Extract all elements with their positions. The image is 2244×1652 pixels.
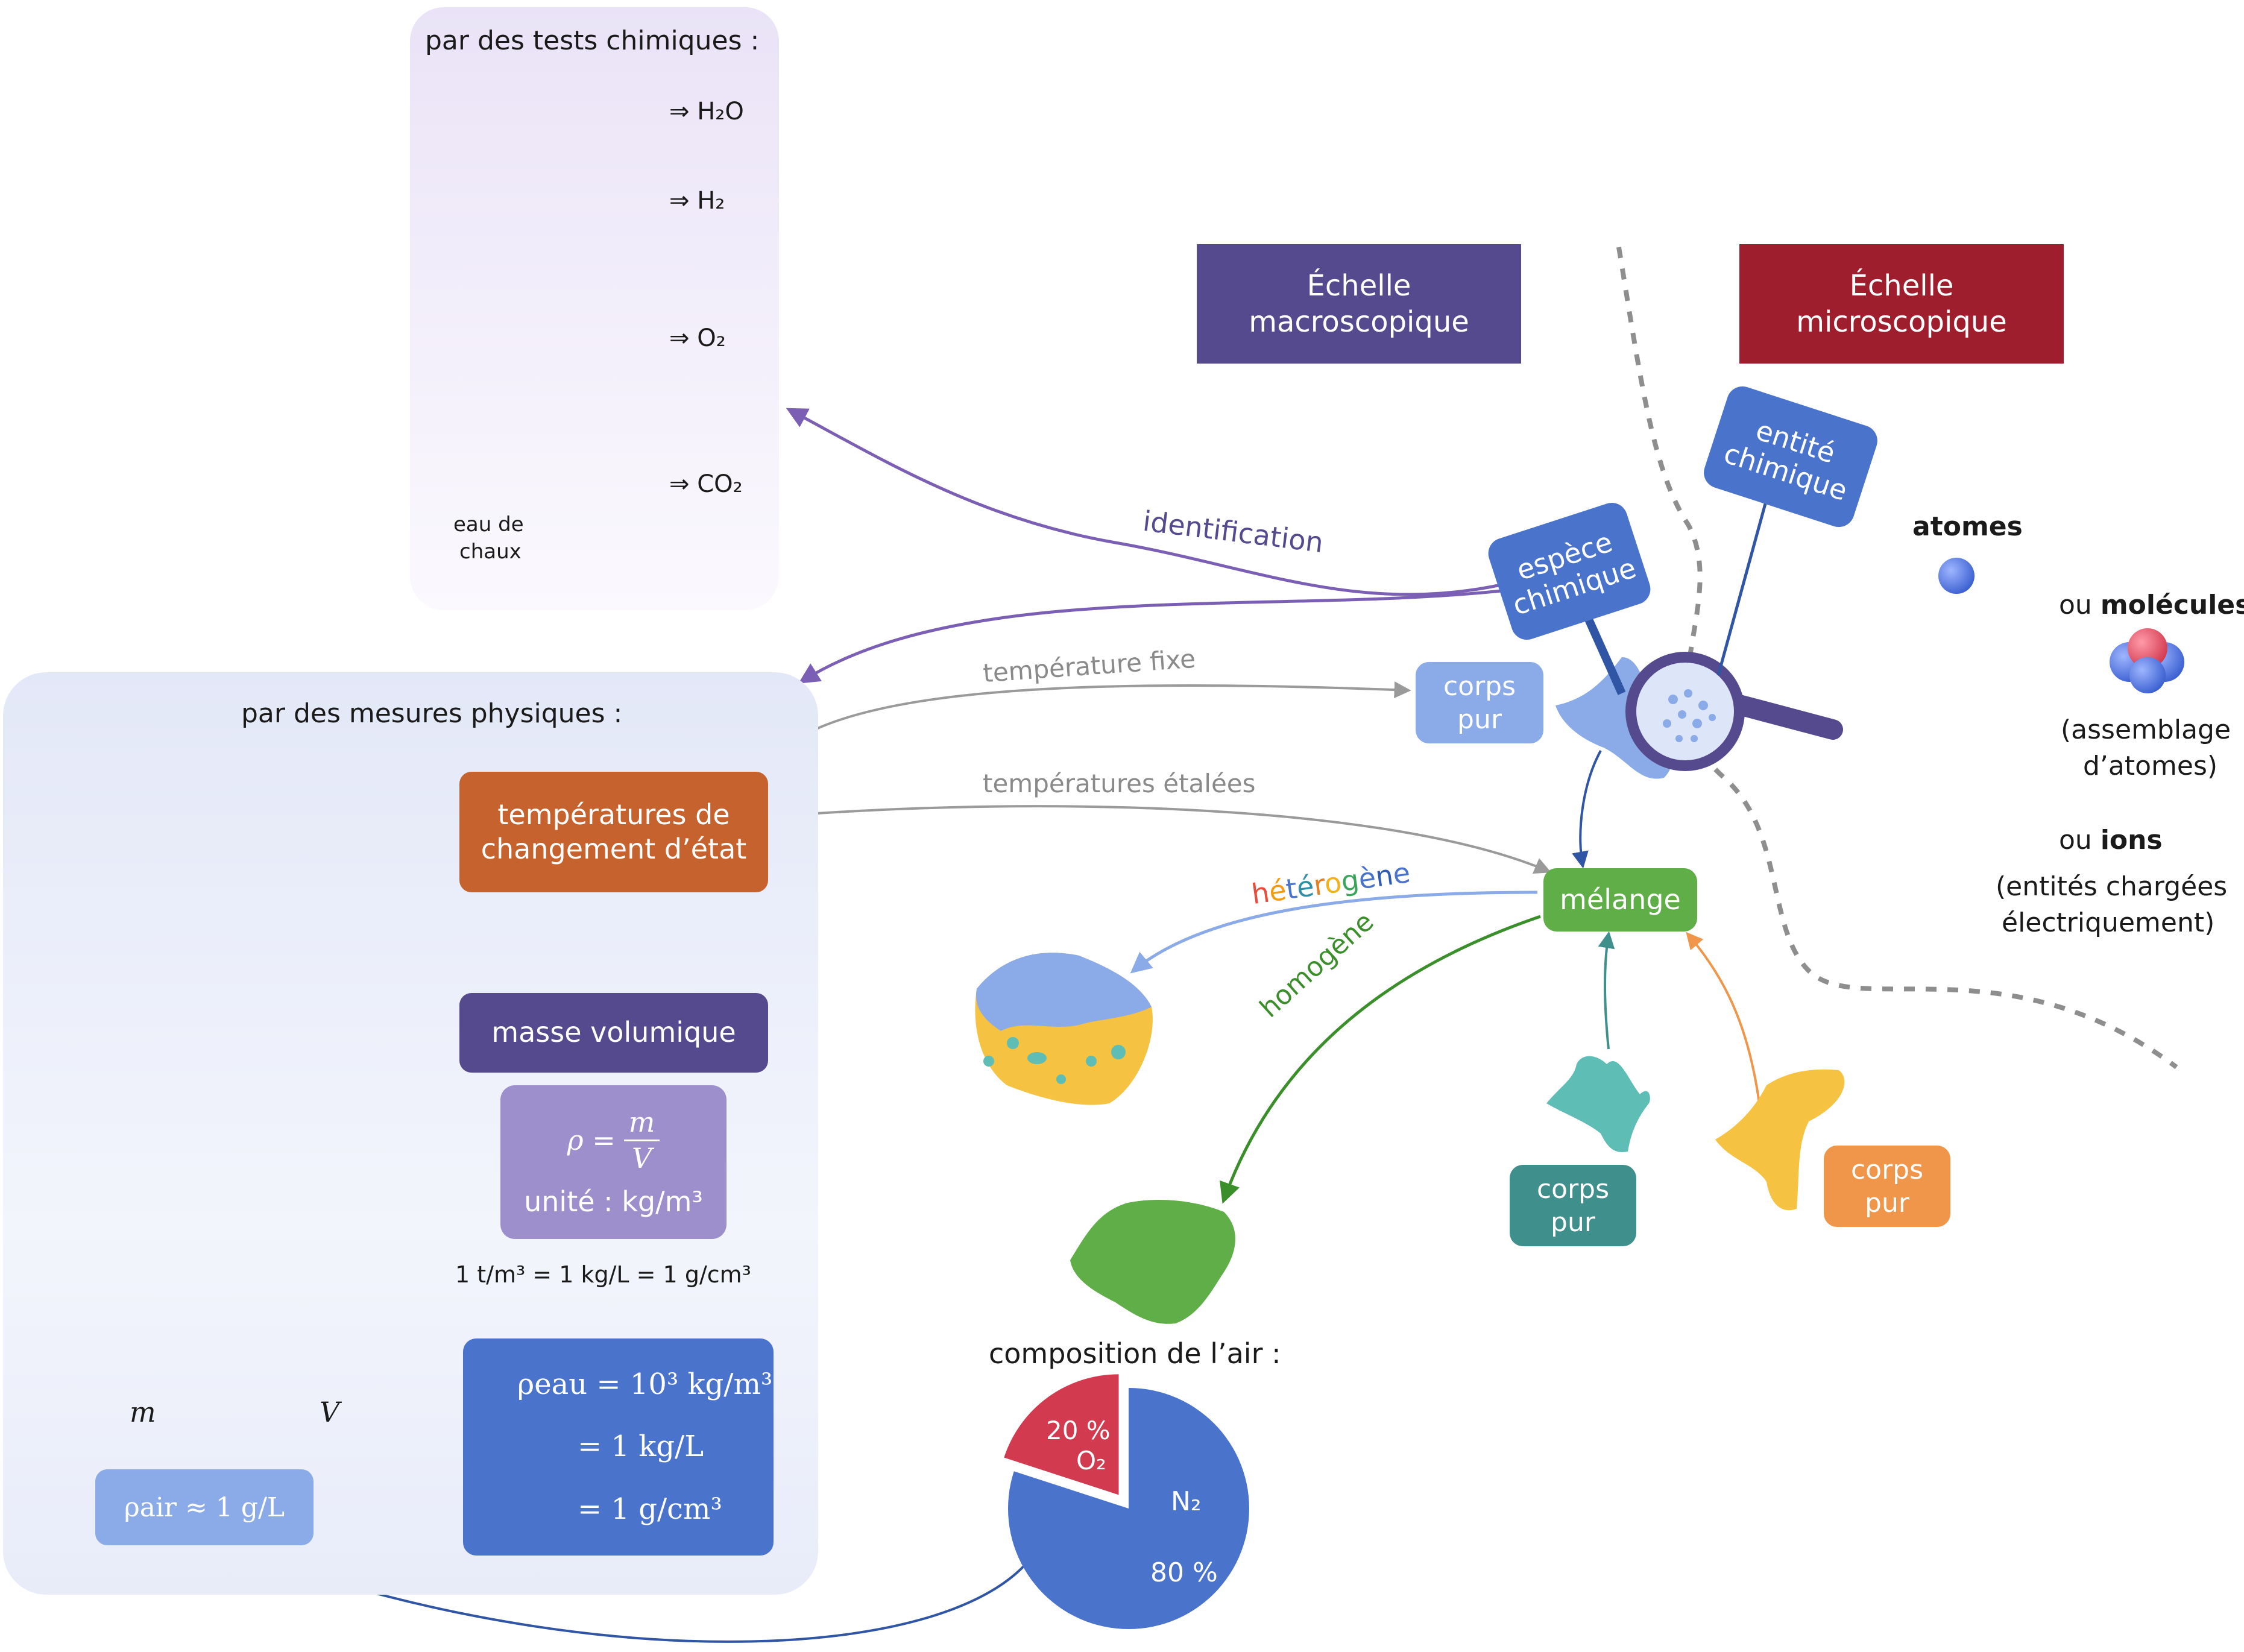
formula-box: ρ = m V unité : kg/m³ [500,1085,726,1239]
magnifier-icon [1625,652,1843,771]
molecules-label: molécules [2100,590,2244,620]
assemblage-line2: d’atomes) [2083,751,2218,781]
macro-scale-label: Échelle macroscopique [1197,244,1521,364]
result-h2: ⇒ H₂ [669,187,725,215]
corps-pur-orange-line1: corps [1850,1154,1924,1185]
heterogene-mixture-blob [975,953,1153,1105]
masse-volumique-label: masse volumique [491,1016,736,1049]
corps-pur-top-node[interactable]: corps pur [1416,662,1543,743]
corps-pur-teal-line2: pur [1551,1206,1595,1238]
charged-line2: électriquement) [2002,907,2215,938]
ions-label: ions [2100,825,2163,856]
molecules-line: ou molécules [2059,590,2244,620]
rho-air-box: ρair ≈ 1 g/L [95,1469,314,1545]
ou-molecules-prefix: ou [2059,590,2092,620]
corps-pur-orange-node[interactable]: corps pur [1824,1146,1950,1227]
charged-line1: (entités chargées [1996,871,2228,902]
micro-line2: microscopique [1796,305,2007,339]
pie-slice-1 [1004,1374,1119,1495]
chem-tests-title: par des tests chimiques : [425,25,760,56]
espece-tag-pin [1578,604,1626,695]
pie-label-o2: O₂ [1076,1446,1106,1475]
micro-scale-label: Échelle microscopique [1739,244,2064,364]
eau-de-chaux-line1: eau de [453,512,524,537]
corps-pur-orange-blob [1715,1069,1845,1211]
macro-line1: Échelle [1306,269,1411,303]
atom-icon [1938,558,1975,594]
rho-eau-line2: = 1 kg/L [578,1430,704,1464]
heterogene-arrow [1130,891,1538,974]
temperatures-etalees-label: températures étalées [983,769,1256,798]
melange-label: mélange [1560,883,1681,916]
temperature-fixe-arrow [760,681,1411,775]
conversion-text: 1 t/m³ = 1 kg/L = 1 g/cm³ [455,1261,751,1288]
corps-pur-teal-line1: corps [1536,1173,1610,1205]
pie-slice-0 [1008,1387,1250,1629]
corps-pur-top-line1: corps [1443,670,1516,702]
temperatures-etalees-arrow [768,805,1552,874]
corps-pur-teal-blob [1546,1056,1650,1152]
formula-denominator: V [631,1142,652,1175]
pie-label-n2: N₂ [1171,1486,1202,1517]
pie-label-n2-value: 80 % [1150,1557,1218,1588]
melange-node[interactable]: mélange [1543,868,1697,932]
rho-air-label: ρair ≈ 1 g/L [124,1492,285,1523]
result-co2: ⇒ CO₂ [669,470,743,498]
homogene-mixture-blob [1070,1200,1235,1324]
rho-eau-line1: ρeau = 10³ kg/m³ [517,1367,773,1402]
masse-volumique-node[interactable]: masse volumique [459,993,768,1073]
result-o2: ⇒ O₂ [669,324,726,352]
teal-to-melange-arrow [1598,931,1615,1050]
air-composition-title: composition de l’air : [989,1337,1281,1370]
rho-equals: ρ = [567,1124,616,1156]
assemblage-line1: (assemblage [2061,714,2231,745]
formula-unit: unité : kg/m³ [524,1185,703,1218]
corps-pur-teal-node[interactable]: corps pur [1510,1165,1636,1246]
result-h2o: ⇒ H₂O [669,98,744,125]
corps-pur-top-line2: pur [1457,704,1502,735]
chemical-tests-panel [410,7,779,610]
formula-numerator: m [623,1105,660,1142]
phys-measures-title: par des mesures physiques : [241,698,623,729]
ions-line: ou ions [2059,825,2163,856]
eau-de-chaux-line2: chaux [459,540,522,564]
homogene-arrow [1220,915,1541,1204]
corps-pur-orange-line2: pur [1865,1187,1909,1219]
molecule-icon [2110,628,2184,693]
ou-ions-prefix: ou [2059,825,2092,856]
espece-to-melange-arrow [1572,750,1602,869]
mass-symbol: m [130,1396,156,1428]
identification-arrow-upper [786,408,1502,596]
temperatures-node[interactable]: températures de changement d’état [459,772,768,892]
pie-label-o2-value: 20 % [1046,1416,1111,1445]
rho-eau-line3: = 1 g/cm³ [578,1492,722,1526]
identification-arrow-lower [798,589,1502,684]
temperatures-line1: températures de [497,798,730,831]
micro-line1: Échelle [1849,269,1954,303]
atomes-label: atomes [1912,511,2023,542]
orange-to-melange-arrow [1686,932,1760,1104]
macro-line2: macroscopique [1249,305,1469,339]
volume-symbol: V [320,1396,340,1428]
entite-tag-pin [1716,488,1771,676]
air-to-rho-air-arrow [268,1548,1038,1643]
air-composition-pie [1004,1374,1250,1629]
temperatures-line2: changement d’état [481,833,747,865]
rho-eau-box: ρeau = 10³ kg/m³ = 1 kg/L = 1 g/cm³ [463,1338,774,1556]
